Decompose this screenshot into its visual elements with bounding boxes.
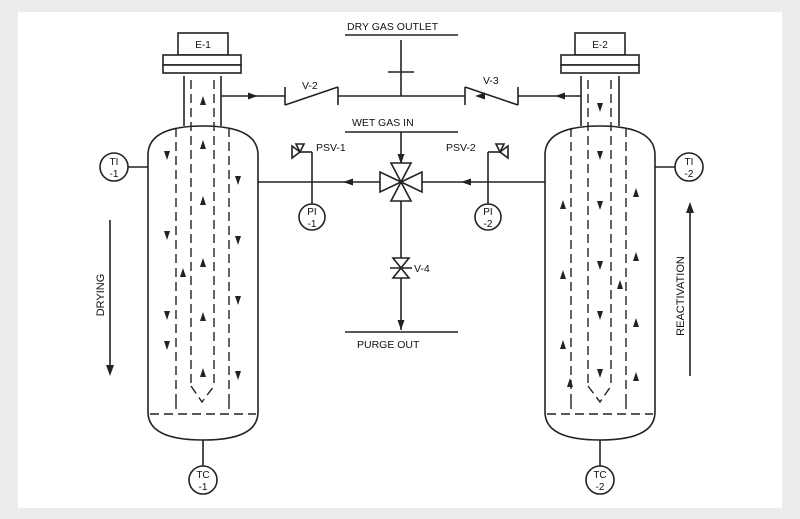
wet-gas-in-label: WET GAS IN [352,117,414,129]
tc-2-gauge: TC -2 [585,440,615,495]
ti-2-gauge: TI -2 [655,152,704,182]
reactivation-indicator: REACTIVATION [675,202,694,376]
svg-text:PI: PI [483,207,492,218]
flow-arrows-right [560,103,639,387]
dry-gas-outlet-label: DRY GAS OUTLET [347,21,439,33]
e1-label: E-1 [195,40,211,51]
drying-indicator: DRYING [95,220,114,376]
drying-label: DRYING [95,274,107,317]
svg-text:TC: TC [593,470,606,481]
tc-1-gauge: TC -1 [188,440,218,495]
svg-text:PI: PI [307,207,316,218]
psv2-label: PSV-2 [446,142,476,154]
svg-text:TI: TI [110,157,119,168]
psv-1 [291,143,306,160]
svg-text:-2: -2 [596,482,605,493]
v2-label: V-2 [302,80,318,92]
exchanger-e1: E-1 [162,32,242,74]
e2-label: E-2 [592,40,608,51]
psv1-label: PSV-1 [316,142,346,154]
v3-label: V-3 [483,75,499,87]
svg-text:TI: TI [685,157,694,168]
four-way-valve [379,162,423,202]
vessel-left [147,76,259,441]
svg-text:-1: -1 [199,482,208,493]
purge-out-label: PURGE OUT [357,339,420,351]
top-piping [221,40,581,106]
exchanger-e2: E-2 [560,32,640,74]
pi-1-gauge: PI -1 [298,203,326,231]
ti-1-gauge: TI -1 [99,152,148,182]
svg-text:-2: -2 [685,169,694,180]
diagram-frame: E-1 E-2 [18,12,782,508]
v4-label: V-4 [414,263,430,275]
svg-text:TC: TC [196,470,209,481]
svg-text:-2: -2 [484,219,493,230]
middle-piping [258,131,545,333]
svg-text:-1: -1 [110,169,119,180]
valve-v4 [390,257,412,279]
dehydrator-process-diagram: E-1 E-2 [95,21,704,495]
vessel-right [544,76,656,441]
flow-arrows-left [164,96,241,380]
psv-2 [494,143,509,160]
reactivation-label: REACTIVATION [675,256,687,336]
pi-2-gauge: PI -2 [474,203,502,231]
svg-text:-1: -1 [308,219,317,230]
